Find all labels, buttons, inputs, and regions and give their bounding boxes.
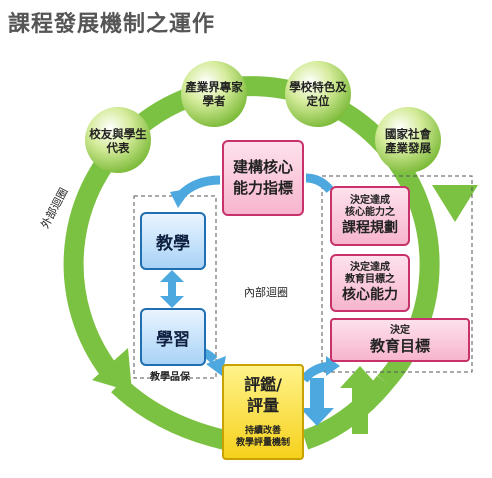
evaluation-sub2: 教學評量機制	[235, 438, 290, 448]
inner-loop-label: 內部迴圈	[244, 286, 288, 299]
stakeholder-alumni-line2: 代表	[106, 141, 130, 155]
evaluation-line2: 評量	[246, 396, 279, 415]
stakeholder-school-label: 學校特色及 定位	[286, 80, 350, 108]
stakeholder-industry-label: 產業界專家 學者	[182, 80, 246, 108]
stakeholder-national-line2: 產業發展	[385, 141, 431, 155]
core-ability-small1: 決定達成	[350, 262, 390, 273]
course-plan-small2: 核心能力之	[345, 207, 395, 218]
circle-national-industry	[375, 107, 441, 173]
core-ability-indicator-box: 建構核心 能力指標	[222, 140, 304, 216]
stakeholder-alumni-line1: 校友與學生	[89, 127, 147, 141]
circle-school-positioning	[285, 61, 351, 127]
teaching-qa-label: 教學品保	[150, 372, 190, 383]
course-plan-small1: 決定達成	[350, 195, 390, 206]
education-goal-main: 教育目標	[369, 337, 430, 355]
education-goal-small: 決定	[390, 325, 410, 336]
page-title: 課程發展機制之運作	[8, 12, 216, 37]
learning-label: 學習	[156, 329, 190, 350]
course-plan-main: 課程規劃	[342, 220, 398, 236]
evaluation-box: 評鑑/ 評量 持續改善 教學評量機制	[222, 364, 304, 460]
core-indicator-line2: 能力指標	[232, 179, 293, 197]
course-plan-box: 決定達成 核心能力之 課程規劃	[330, 186, 410, 246]
core-ability-small2: 教育目標之	[345, 274, 395, 285]
stakeholder-industry-line2: 學者	[202, 94, 226, 108]
core-ability-box: 決定達成 教育目標之 核心能力	[330, 254, 410, 312]
circle-alumni-students	[85, 107, 151, 173]
circle-industry-experts	[181, 61, 247, 127]
teaching-box: 教學	[140, 212, 206, 270]
stakeholder-industry-line1: 產業界專家	[185, 80, 243, 94]
core-ability-main: 核心能力	[342, 287, 398, 303]
stakeholder-school-line2: 定位	[306, 94, 330, 108]
green-up-arrow	[340, 366, 380, 434]
stakeholder-alumni-label: 校友與學生 代表	[86, 127, 150, 155]
teaching-label: 教學	[156, 233, 190, 254]
stakeholder-school-line1: 學校特色及	[289, 80, 347, 94]
teaching-dashed-frame	[133, 195, 217, 379]
education-goal-box: 決定 教育目標	[330, 318, 470, 362]
evaluation-sub1: 持續改善	[244, 426, 281, 436]
learning-box: 學習	[140, 308, 206, 366]
goal-dashed-frame	[321, 175, 473, 373]
core-indicator-line1: 建構核心	[232, 158, 293, 176]
evaluation-line1: 評鑑/	[244, 375, 282, 394]
stakeholder-national-line1: 國家社會	[385, 127, 431, 141]
outer-loop	[63, 76, 478, 450]
stakeholder-national-label: 國家社會 產業發展	[376, 127, 440, 155]
